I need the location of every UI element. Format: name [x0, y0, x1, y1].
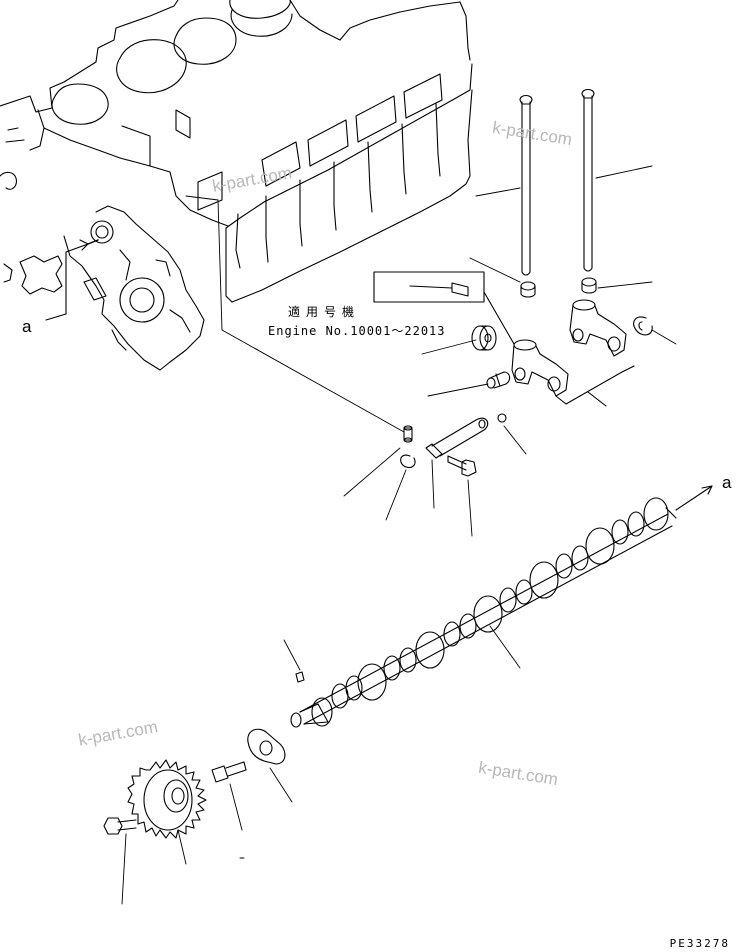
callout-a-right: a	[722, 473, 732, 492]
roller[interactable]	[471, 325, 497, 351]
thrust-plate[interactable]	[247, 728, 286, 765]
bolt-gear[interactable]	[103, 817, 137, 835]
callout-a-left-leader	[45, 239, 99, 321]
lever-shaft[interactable]	[425, 417, 489, 459]
applicability-label-en: Engine No.10001〜22013	[268, 324, 446, 338]
key[interactable]	[295, 671, 305, 683]
applicability-label-jp: 適用号機	[288, 305, 361, 319]
bushing[interactable]	[486, 371, 511, 389]
valve-cap-1[interactable]	[520, 281, 536, 298]
rocker-arm-assembly[interactable]	[511, 299, 635, 407]
bolt-plate[interactable]	[211, 761, 247, 783]
valve-cap-2[interactable]	[581, 277, 597, 294]
camshaft[interactable]	[290, 497, 677, 728]
bolt-shaft[interactable]	[447, 455, 477, 477]
applicability-note-box	[373, 271, 515, 345]
engine-block-icon	[0, 0, 473, 371]
pin[interactable]	[403, 425, 413, 443]
snap-ring-shaft[interactable]	[400, 454, 416, 469]
cam-gear[interactable]	[127, 759, 207, 839]
drawing-code: PE33278	[669, 937, 730, 950]
ball[interactable]	[497, 413, 507, 423]
callout-a-right-arrow	[675, 485, 713, 511]
push-rod-2[interactable]	[581, 88, 595, 272]
push-rod-1[interactable]	[519, 94, 533, 276]
callout-a-left: a	[22, 317, 32, 336]
leader-lines	[121, 165, 677, 905]
snap-ring-rocker[interactable]	[633, 316, 653, 336]
